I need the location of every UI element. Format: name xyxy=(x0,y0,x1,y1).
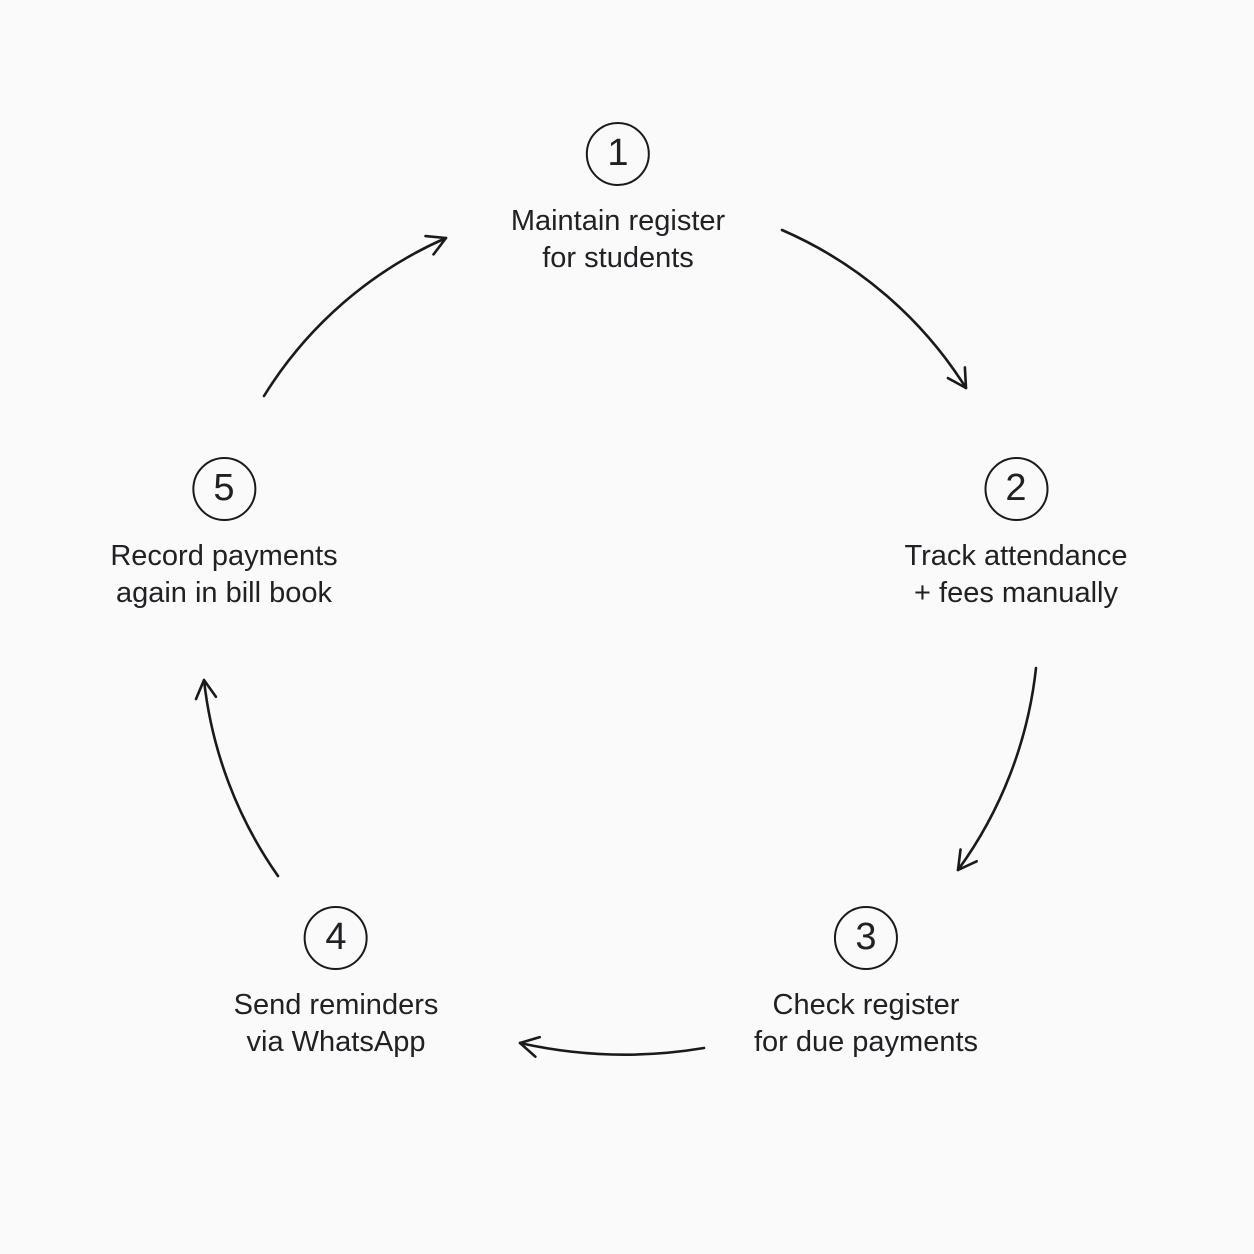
step-1-label-line2: for students xyxy=(542,242,694,274)
step-3-label-line1: Check register xyxy=(772,989,960,1021)
step-4-label-line2: via WhatsApp xyxy=(246,1026,426,1058)
step-1-label: Maintain register for students xyxy=(511,203,725,277)
step-5-number: 5 xyxy=(213,466,235,509)
step-3-number: 3 xyxy=(855,915,877,958)
step-node-1: 1 Maintain register for students xyxy=(511,122,725,277)
arrow-step4-to-step5 xyxy=(194,678,280,878)
step-4-label: Send reminders via WhatsApp xyxy=(234,987,439,1061)
step-5-label-line2: again in bill book xyxy=(115,577,333,609)
step-node-4: 4 Send reminders via WhatsApp xyxy=(234,906,439,1061)
step-3-label-line2: for due payments xyxy=(753,1026,979,1058)
arrow-step2-to-step3 xyxy=(956,666,1038,872)
step-5-number-badge: 5 xyxy=(192,457,256,521)
step-4-label-line1: Send reminders xyxy=(233,989,439,1021)
step-2-label-line2: + fees manually xyxy=(914,577,1118,609)
step-2-number: 2 xyxy=(1005,466,1027,509)
step-3-number-badge: 3 xyxy=(833,906,898,970)
step-node-5: 5 Record payments again in bill book xyxy=(110,457,338,612)
step-1-number-badge: 1 xyxy=(586,122,650,186)
arrow-step1-to-step2 xyxy=(780,228,968,390)
step-5-label-line1: Record payments xyxy=(110,540,338,572)
step-node-3: 3 Check register for due payments xyxy=(754,906,978,1061)
step-4-number: 4 xyxy=(325,915,347,958)
arrow-step3-to-step4 xyxy=(518,1035,706,1058)
step-5-label: Record payments again in bill book xyxy=(110,538,337,612)
step-2-label-line1: Track attendance xyxy=(904,540,1128,572)
step-3-label: Check register for due payments xyxy=(754,987,978,1061)
step-4-number-badge: 4 xyxy=(304,906,368,970)
step-2-number-badge: 2 xyxy=(984,457,1048,521)
arrow-step5-to-step1 xyxy=(262,234,448,398)
step-1-number: 1 xyxy=(607,131,629,174)
step-1-label-line1: Maintain register xyxy=(510,205,726,237)
step-node-2: 2 Track attendance + fees manually xyxy=(905,457,1128,612)
step-2-label: Track attendance + fees manually xyxy=(905,538,1128,612)
